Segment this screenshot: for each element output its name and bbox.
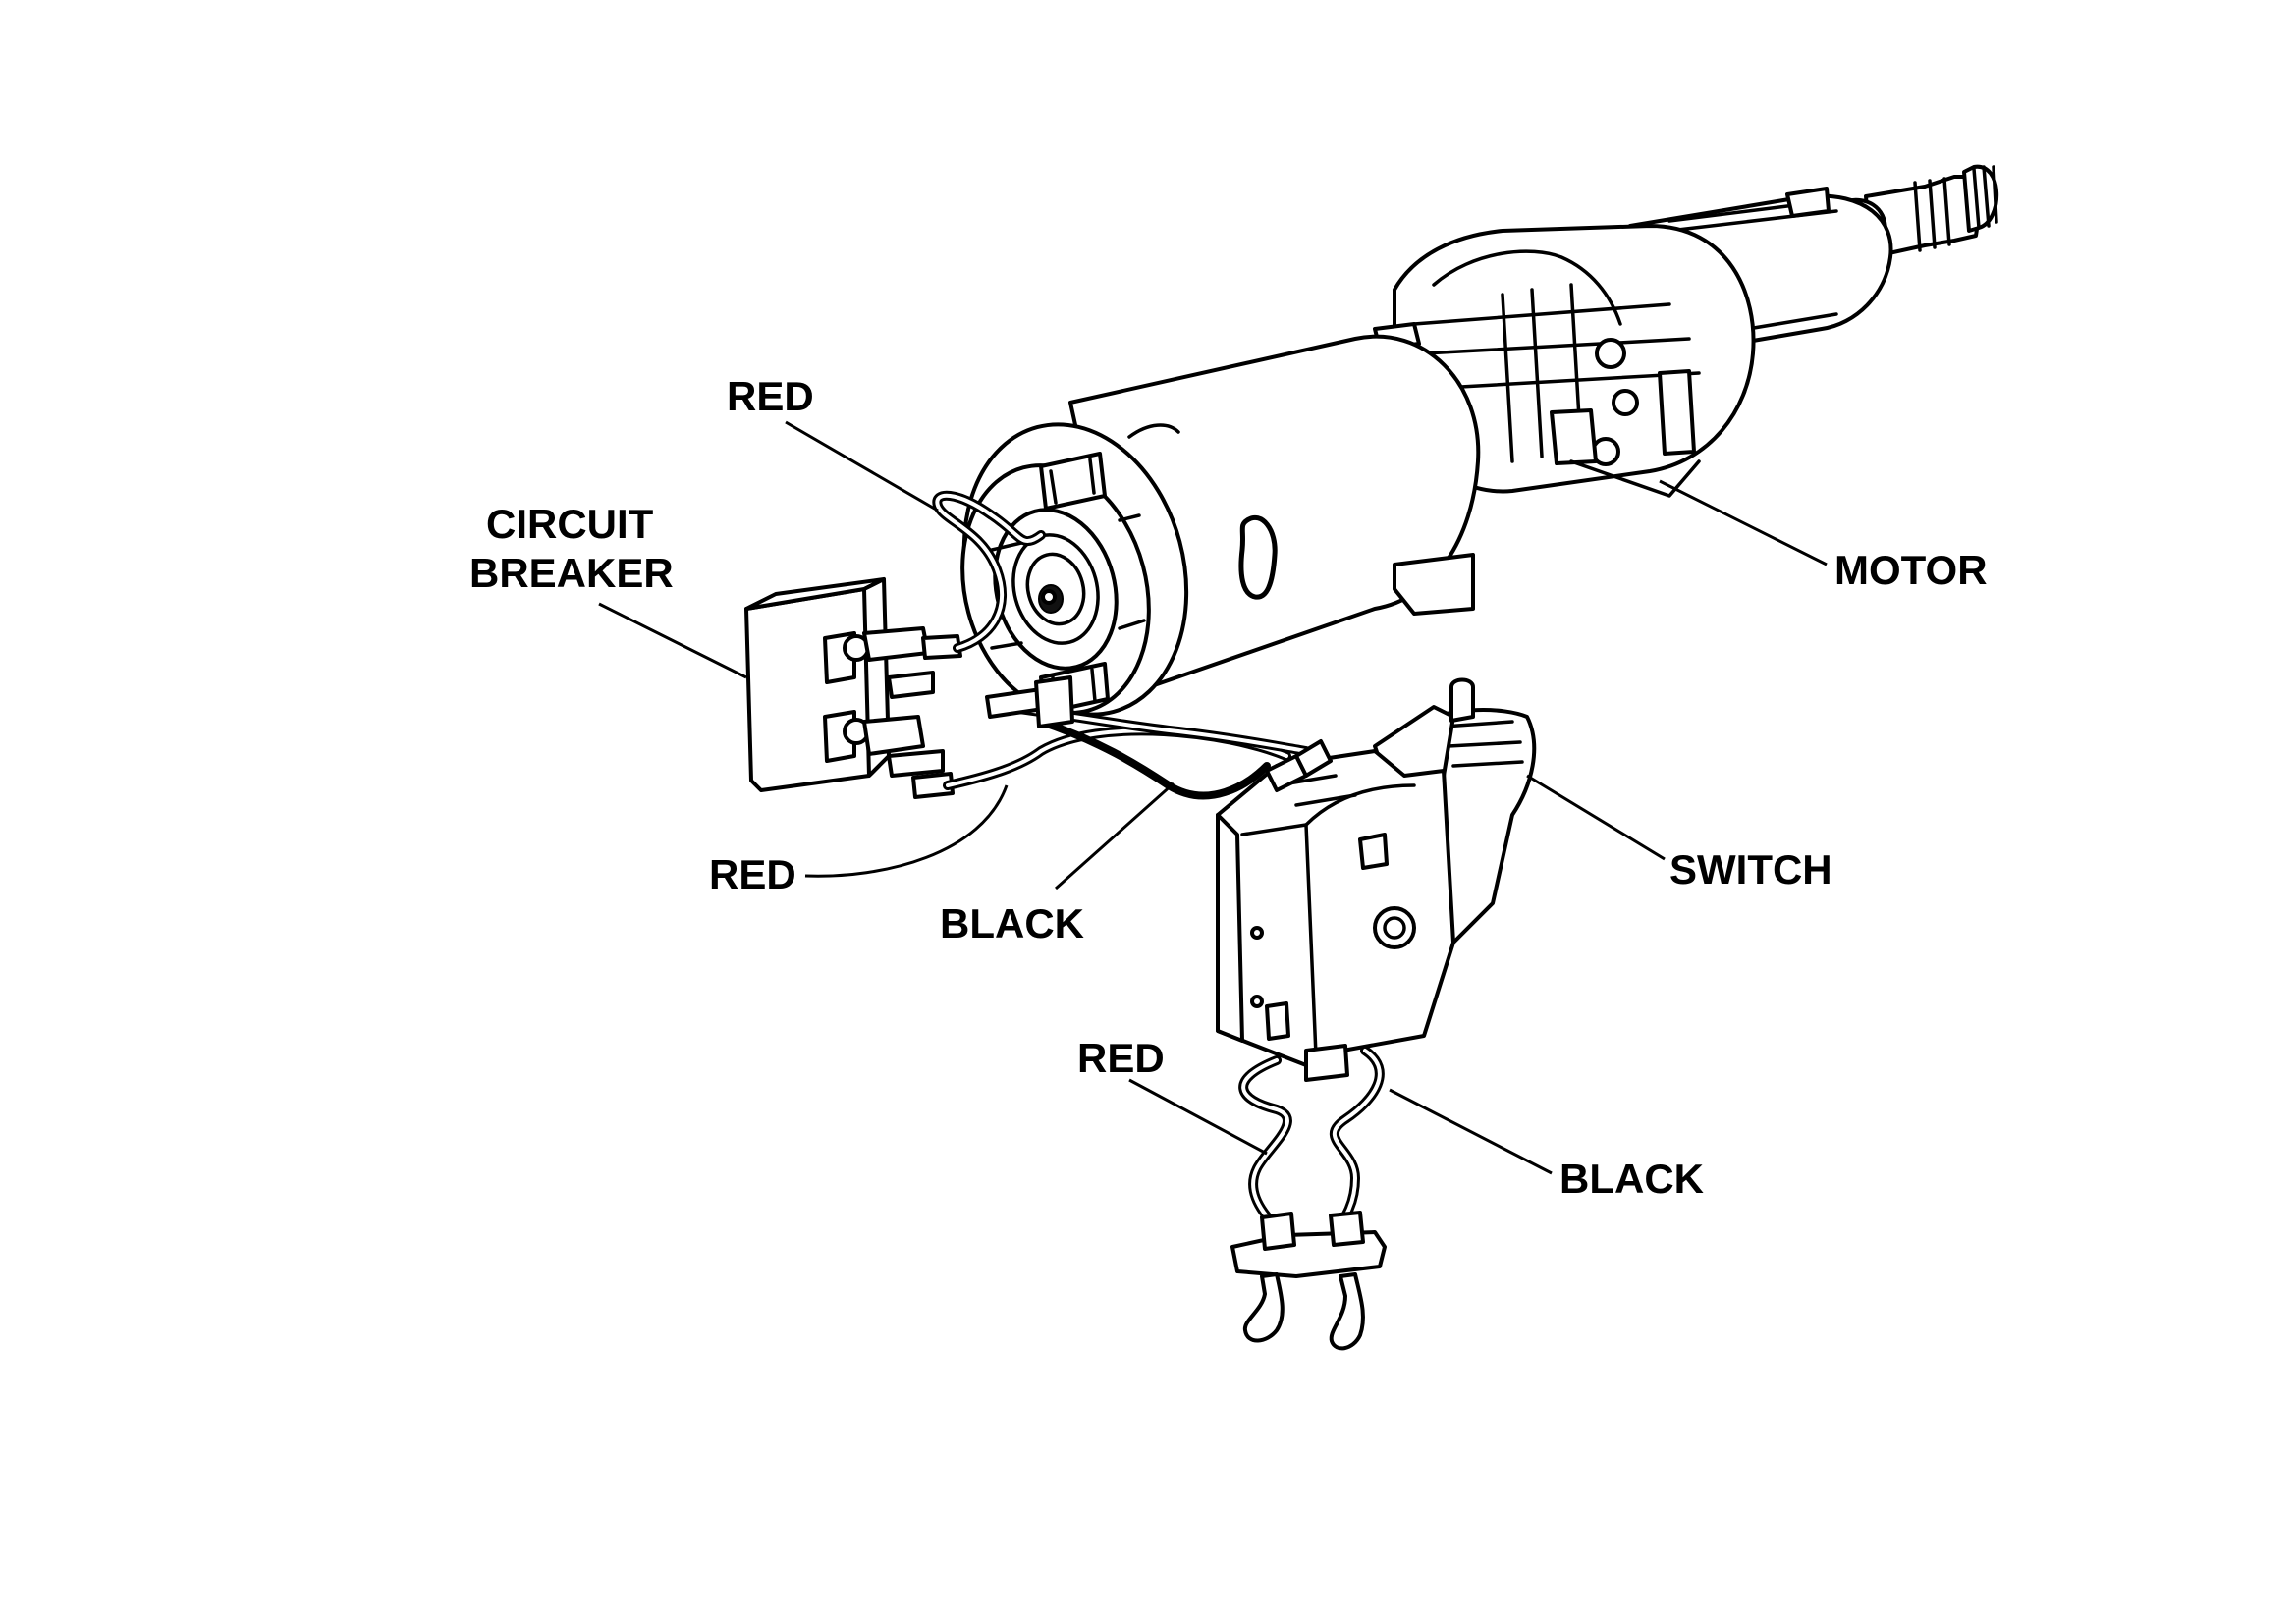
label-black-bottom: BLACK — [1559, 1156, 1704, 1202]
label-switch: SWITCH — [1669, 846, 1832, 892]
label-red-bottom: RED — [1077, 1035, 1165, 1081]
label-circuit-breaker-line2: BREAKER — [469, 550, 674, 596]
leader-switch — [1526, 774, 1666, 861]
leader-circuit-breaker — [598, 602, 747, 679]
label-motor: MOTOR — [1834, 547, 1988, 593]
callout-labels: RED CIRCUIT BREAKER MOTOR RED BLACK SWIT… — [469, 373, 1988, 1202]
leader-black-bottom — [1389, 1088, 1553, 1175]
switch-part — [1216, 677, 1537, 1082]
circuit-breaker-part — [744, 577, 962, 799]
leader-lines — [598, 420, 1828, 1175]
leader-red-top — [785, 420, 939, 512]
label-red-left: RED — [709, 851, 796, 897]
leader-red-left — [804, 784, 1009, 878]
battery-terminal-assembly — [1230, 1046, 1387, 1351]
leader-black-mid — [1055, 782, 1175, 890]
motor-assembly — [960, 164, 1999, 717]
leader-red-bottom — [1128, 1078, 1268, 1156]
wires — [932, 490, 1311, 800]
motor-field-cage — [1373, 224, 1756, 498]
label-red-top: RED — [727, 373, 814, 419]
label-circuit-breaker-line1: CIRCUIT — [486, 501, 654, 547]
label-black-mid: BLACK — [940, 900, 1084, 946]
leader-motor — [1659, 479, 1828, 566]
